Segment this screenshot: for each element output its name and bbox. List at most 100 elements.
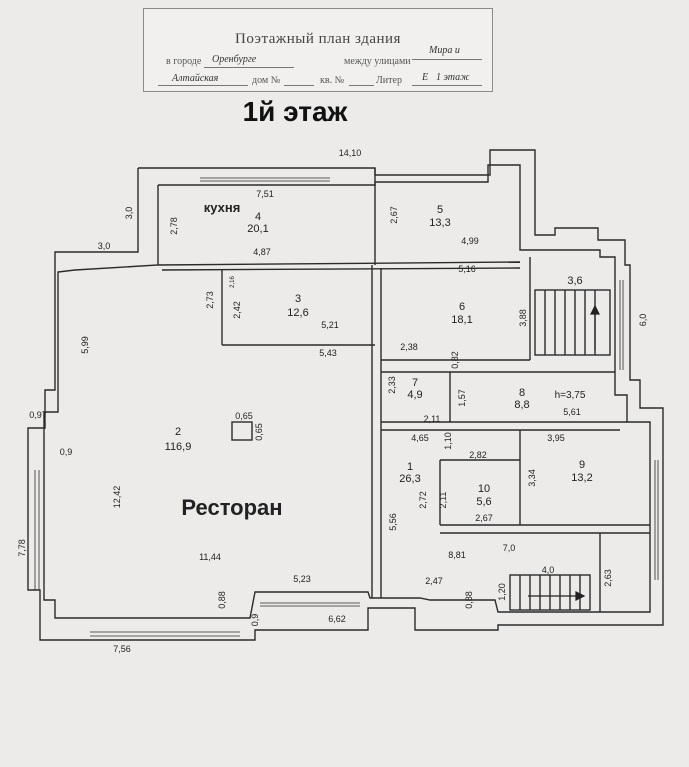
dimension-label: 5,21: [321, 320, 339, 330]
dimension-label: 5,99: [80, 336, 90, 354]
dimension-label: 4,99: [461, 236, 479, 246]
dimension-label: 5,16: [458, 264, 476, 274]
dimension-label: 2,42: [232, 301, 242, 319]
outer-wall: [27, 149, 664, 641]
dimension-label: 2,38: [400, 342, 418, 352]
dimension-label: 2,11: [438, 492, 448, 509]
title-block: Поэтажный план здания в городе Оренбурге…: [143, 8, 493, 92]
city-value: Оренбурге: [212, 54, 257, 65]
dimension-label: 5,56: [388, 513, 398, 531]
dimension-label: 2,63: [603, 569, 613, 587]
dimension-label: 0,97: [29, 410, 47, 420]
dimension-label: 4,87: [253, 247, 271, 257]
dimension-label: 3,95: [547, 433, 565, 443]
dimension-label: 2,47: [425, 576, 443, 586]
room-area: 13,3: [429, 217, 450, 229]
floor-note: 1 этаж: [436, 72, 470, 83]
dimension-label: 2,73: [205, 291, 215, 309]
dimension-label: 14,10: [339, 148, 362, 158]
dimension-label: 7,78: [17, 539, 27, 557]
room-area: 116,9: [165, 441, 192, 453]
plan-title: Поэтажный план здания: [235, 31, 401, 47]
windows: [34, 177, 659, 637]
dimension-label: 0,65: [235, 411, 253, 421]
dimension-label: 5,43: [319, 348, 337, 358]
room-number: 9: [579, 459, 585, 471]
dimension-label: 2,67: [389, 206, 399, 224]
dimension-label: 4,65: [411, 433, 429, 443]
street2-underline: [158, 85, 248, 86]
room-number: 6: [459, 301, 465, 313]
dimension-label: 0,9: [60, 447, 73, 457]
dimension-labels: 14,107,513,02,782,674,874,993,02,732,425…: [17, 148, 648, 654]
between-streets: между улицами: [344, 56, 411, 67]
dimension-label: 2,78: [169, 217, 179, 235]
room-area: 4,9: [407, 389, 422, 401]
dimension-label: 6,62: [328, 614, 346, 624]
room-number: 7: [412, 377, 418, 389]
height-label: h=3,75: [555, 390, 586, 401]
dimension-label: 2,11: [424, 414, 441, 424]
dimension-label: 2,67: [475, 513, 493, 523]
room-number: 8: [519, 387, 525, 399]
apt-underline: [349, 85, 374, 86]
house-underline: [284, 85, 314, 86]
room-number: 10: [478, 483, 490, 495]
room-number: 2: [175, 426, 181, 438]
city-prefix: в городе: [166, 56, 202, 67]
dimension-label: 12,42: [112, 486, 122, 509]
dimension-label: 0,9: [250, 614, 260, 627]
apt-label: кв. №: [320, 75, 345, 86]
dimension-label: 0,82: [450, 351, 460, 369]
dimension-label: 1,10: [443, 432, 453, 450]
dimension-label: 5,61: [563, 407, 581, 417]
dimension-label: 2,72: [418, 491, 428, 509]
dimension-label: 3,34: [527, 469, 537, 487]
dimension-label: 1,20: [497, 583, 507, 601]
stair-upper: [534, 289, 611, 356]
house-label: дом №: [252, 75, 281, 86]
liter-label: Литер: [376, 75, 402, 86]
room-area: 8,8: [514, 399, 529, 411]
room-area: 26,3: [399, 473, 420, 485]
floor-title: 1й этаж: [242, 96, 348, 127]
dimension-label: 3,0: [98, 241, 111, 251]
dimension-label: 2,33: [387, 376, 397, 394]
kitchen-label: кухня: [204, 200, 241, 215]
dimension-label: 11,44: [199, 552, 221, 562]
room-number: 1: [407, 461, 413, 473]
room-area: 20,1: [247, 223, 268, 235]
dimension-label: 3,88: [518, 309, 528, 327]
street-underline: [412, 59, 482, 60]
room-area: 3,6: [567, 275, 582, 287]
dimension-label: 0,88: [217, 591, 227, 609]
room-area: 13,2: [571, 472, 592, 484]
dimension-label: 7,56: [113, 644, 131, 654]
stair-arrows: [528, 304, 600, 601]
dimension-label: 8,81: [448, 550, 466, 560]
wall: [157, 261, 521, 266]
liter-value: Е: [422, 72, 429, 83]
room-area: 5,6: [476, 496, 491, 508]
room-area: 18,1: [451, 314, 472, 326]
dimension-label: 6,0: [638, 314, 648, 327]
column: [231, 421, 253, 441]
dimension-label: 0,65: [254, 423, 264, 441]
dimension-label: 5,23: [293, 574, 311, 584]
dimension-label: 7,0: [503, 543, 516, 553]
inner-outline: [43, 164, 651, 619]
dimension-label: 3,0: [124, 207, 134, 220]
dimension-label: 7,51: [256, 189, 274, 199]
dimension-label: 1,57: [457, 389, 467, 407]
liter-underline: [412, 85, 482, 86]
dimension-label: 2,82: [469, 450, 487, 460]
street-2: Алтайская: [172, 73, 219, 84]
dimension-label: 2,16: [230, 276, 236, 288]
dimension-label: 0,88: [464, 591, 474, 609]
restaurant-label: Ресторан: [181, 495, 282, 520]
room-number: 3: [295, 293, 301, 305]
city-underline: [204, 67, 294, 68]
dimension-label: 4,0: [542, 565, 555, 575]
wall: [161, 267, 521, 271]
